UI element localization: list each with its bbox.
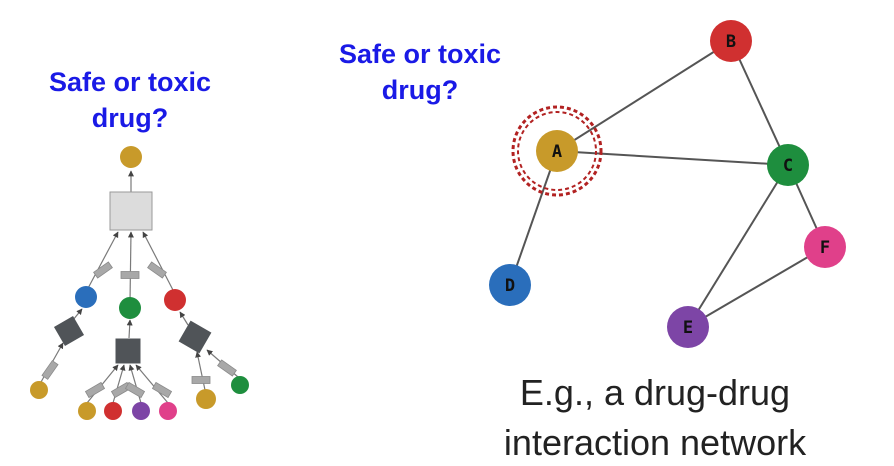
highlight-ring <box>511 105 603 197</box>
highlight-ring-inner <box>517 111 597 191</box>
node-label-e: E <box>683 318 693 338</box>
leaf-gold-node-2 <box>196 389 216 409</box>
node-c <box>767 144 809 186</box>
node-d <box>489 264 531 306</box>
blue-aggregator-box <box>53 315 85 347</box>
leaf-green-message-bar-1 <box>84 381 106 399</box>
neighbor-green-node <box>119 297 141 319</box>
message-bars <box>41 261 237 399</box>
right-question-line-2: drug? <box>381 75 459 105</box>
caption-line-2: interaction network <box>503 422 807 463</box>
leaf-green-node <box>231 376 249 394</box>
leaf-red-message-bar-1 <box>191 376 211 384</box>
leaf-node-3 <box>132 402 150 420</box>
edge-a-b <box>556 40 732 152</box>
edge-c-e <box>687 164 789 328</box>
right-question-line-1: Safe or toxic <box>338 39 502 69</box>
node-b <box>710 20 752 62</box>
leaf-blue-message-bar <box>41 360 59 380</box>
network-edges <box>509 40 826 328</box>
node-label-a: A <box>552 142 562 162</box>
red-aggregator-box <box>178 320 212 354</box>
node-e <box>667 306 709 348</box>
red-to-root-arrow <box>142 231 175 293</box>
red-box-arrow <box>179 311 189 326</box>
node-label-c: C <box>783 156 793 176</box>
edge-e-f <box>687 246 826 328</box>
neighbor-red-node <box>164 289 186 311</box>
leaf-green-message-bar-3 <box>124 381 146 399</box>
neighbor-blue-node <box>75 286 97 308</box>
right-question-title: Safe or toxic drug? <box>320 36 520 108</box>
left-question-title: Safe or toxic drug? <box>30 64 230 136</box>
leaf-node-1 <box>78 402 96 420</box>
caption-line-1: E.g., a drug-drug <box>519 372 791 413</box>
green-to-root-arrow <box>127 231 134 303</box>
highlight-ring-outer <box>511 105 603 197</box>
target-drug-node <box>120 146 142 168</box>
node-label-f: F <box>820 238 830 258</box>
leaf-green-message-bar-4 <box>151 381 173 399</box>
leaf-to-green-arrow-4 <box>135 364 169 404</box>
edge-a-d <box>509 150 558 286</box>
node-label-b: B <box>726 32 736 52</box>
blue-box-arrow <box>72 308 83 321</box>
green-aggregator-box <box>115 338 141 364</box>
left-question-line-1: Safe or toxic <box>48 67 212 97</box>
leaf-red-message-bar-2 <box>217 359 237 377</box>
node-a <box>536 130 578 172</box>
node-f <box>804 226 846 268</box>
leaf-gold-node-1 <box>30 381 48 399</box>
left-question-line-2: drug? <box>91 103 169 133</box>
network-caption: E.g., a drug-drug interaction network <box>455 368 855 466</box>
computation-graph-nodes <box>30 146 249 420</box>
leaf-node-2 <box>104 402 122 420</box>
root-aggregator-box <box>109 191 153 231</box>
leaf-node-4 <box>159 402 177 420</box>
green-message-bar <box>120 271 140 279</box>
red-message-bar <box>147 261 167 279</box>
node-label-d: D <box>505 276 515 296</box>
blue-message-bar <box>93 261 113 279</box>
edge-b-c <box>730 40 789 166</box>
network-nodes: A B C D E F <box>489 20 846 348</box>
leaf-to-green-arrow-1 <box>86 364 119 404</box>
edge-a-c <box>556 150 789 166</box>
blue-to-root-arrow <box>85 231 119 293</box>
green-box-arrow <box>126 319 133 339</box>
aggregation-boxes <box>53 191 212 364</box>
